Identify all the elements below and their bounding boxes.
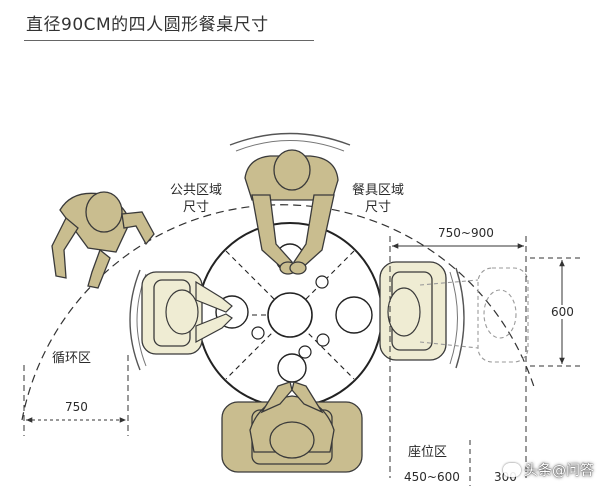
person-top (244, 149, 339, 275)
watermark: 头条@问答 (503, 460, 594, 480)
title-underline (24, 40, 314, 41)
plate-bottom (277, 353, 307, 383)
dim-reach-depth: 750~900 (436, 226, 496, 240)
page-title: 直径90CM的四人圆形餐桌尺寸 (26, 15, 269, 35)
label-circulation-zone: 循环区 (52, 351, 92, 366)
seat-arc-left (129, 269, 141, 371)
cup-4 (298, 345, 312, 359)
person-right-pushed-back (419, 267, 529, 363)
seat-arc-right (455, 267, 465, 369)
label-public-zone: 公共区域 尺寸 (170, 182, 222, 216)
cup-3 (316, 333, 330, 347)
label-tableware-zone: 餐具区域 尺寸 (352, 182, 404, 216)
circulation-boundary-arc (21, 204, 536, 421)
watermark-logo-icon (503, 463, 521, 477)
dim-seat-depth: 450~600 (402, 470, 462, 484)
person-right (387, 287, 421, 337)
seat-arc-top-inner (235, 140, 345, 152)
label-seat-zone: 座位区 (408, 445, 448, 460)
plate-right (335, 296, 373, 334)
person-left (165, 280, 233, 344)
seat-arc-right-inner (449, 271, 458, 365)
person-bottom (249, 381, 335, 459)
dim-circulation-width: 750 (63, 400, 90, 414)
label-public-zone-line2: 尺寸 (183, 200, 210, 215)
label-tableware-zone-line2: 尺寸 (365, 200, 392, 215)
watermark-text: 头条@问答 (524, 463, 594, 479)
label-tableware-zone-line1: 餐具区域 (352, 183, 405, 198)
cup-2 (315, 275, 329, 289)
cup-1 (251, 326, 265, 340)
center-plate (267, 292, 313, 338)
person-walking (51, 191, 155, 289)
dim-place-width: 600 (549, 305, 576, 319)
label-public-zone-line1: 公共区域 (170, 183, 223, 198)
seat-arc-top (229, 132, 351, 146)
